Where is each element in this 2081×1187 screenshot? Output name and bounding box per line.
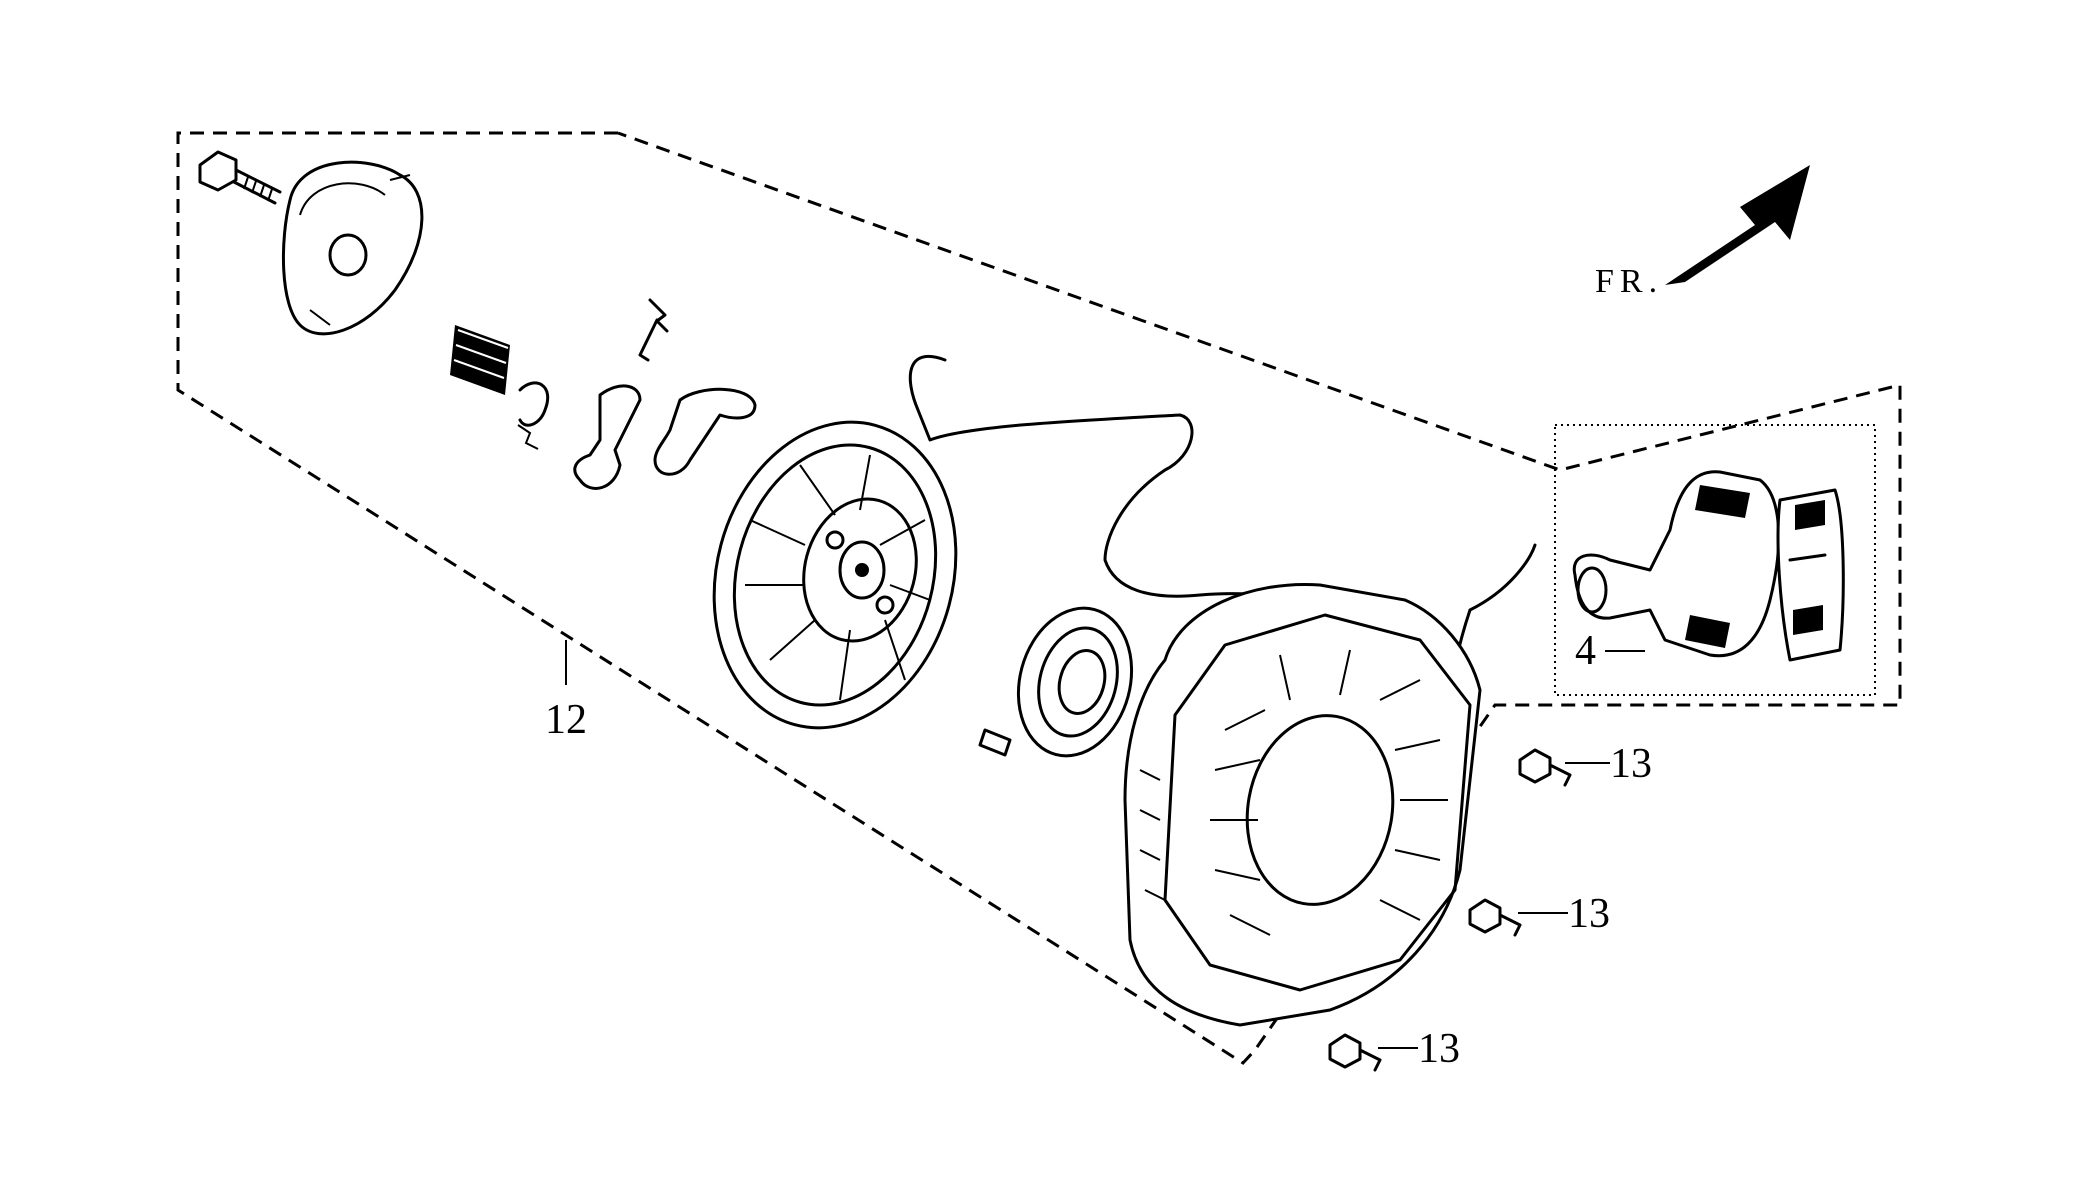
assembly-outline [176,131,1902,1065]
callout-4: 4 [1575,628,1596,674]
handle-subbox [1554,424,1876,696]
return-spring [450,325,510,395]
callout-13-b: 13 [1568,891,1610,937]
handle-insert [1776,488,1845,662]
friction-plate [281,160,424,336]
front-direction-arrow-icon [1665,165,1810,285]
recoil-spring-coil [978,606,1134,758]
starter-rope [908,354,1537,612]
callout-12: 12 [545,697,587,743]
ratchet-pawl-1 [573,384,642,490]
bolt-13-b [1468,898,1522,937]
bolt-13-c [1328,1033,1382,1072]
front-label: FR. [1595,263,1663,300]
ratchet-pawl-2 [653,387,757,476]
starter-case [1123,582,1482,1027]
clip-spring [517,381,550,450]
starter-pulley [712,420,958,730]
wire-spring [638,298,669,362]
flange-bolt [198,150,282,205]
callout-13-a: 13 [1610,741,1652,787]
callout-13-c: 13 [1418,1026,1460,1072]
starter-handle [1572,470,1781,658]
bolt-13-a [1518,748,1572,787]
